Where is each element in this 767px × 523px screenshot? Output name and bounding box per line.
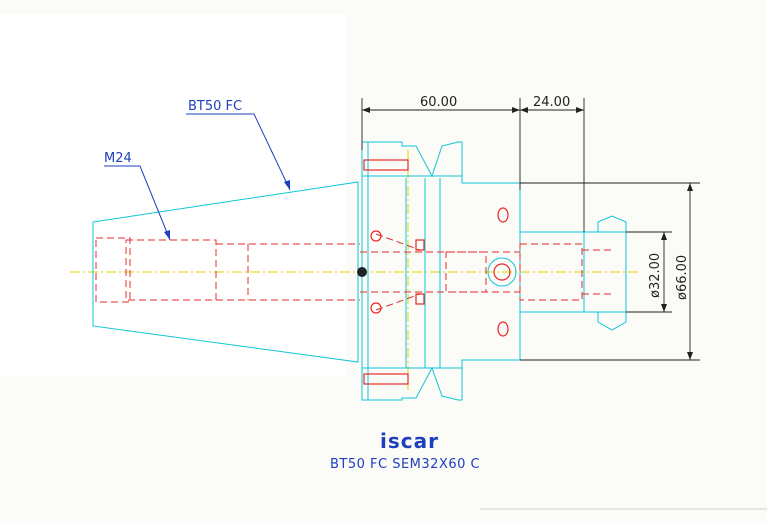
part-number: BT50 FC SEM32X60 C <box>330 457 480 472</box>
flange-outline <box>361 141 521 401</box>
dimension-lines <box>361 98 700 361</box>
leaders <box>104 113 291 241</box>
adapter-outline <box>519 215 627 331</box>
dimension-dia-66: ø66.00 <box>675 255 690 300</box>
dimension-dia-32: ø32.00 <box>648 253 663 298</box>
view-panel <box>0 14 345 376</box>
tool-label: BT50 FC <box>188 99 242 114</box>
hidden-features <box>95 233 612 311</box>
thread-label: M24 <box>104 151 132 166</box>
dimension-60: 60.00 <box>420 95 457 110</box>
fittings <box>363 159 509 385</box>
taper-outline <box>92 181 359 363</box>
dimension-24: 24.00 <box>533 95 570 110</box>
iscar-logo: iscar <box>380 429 439 453</box>
drive-key <box>357 257 517 287</box>
